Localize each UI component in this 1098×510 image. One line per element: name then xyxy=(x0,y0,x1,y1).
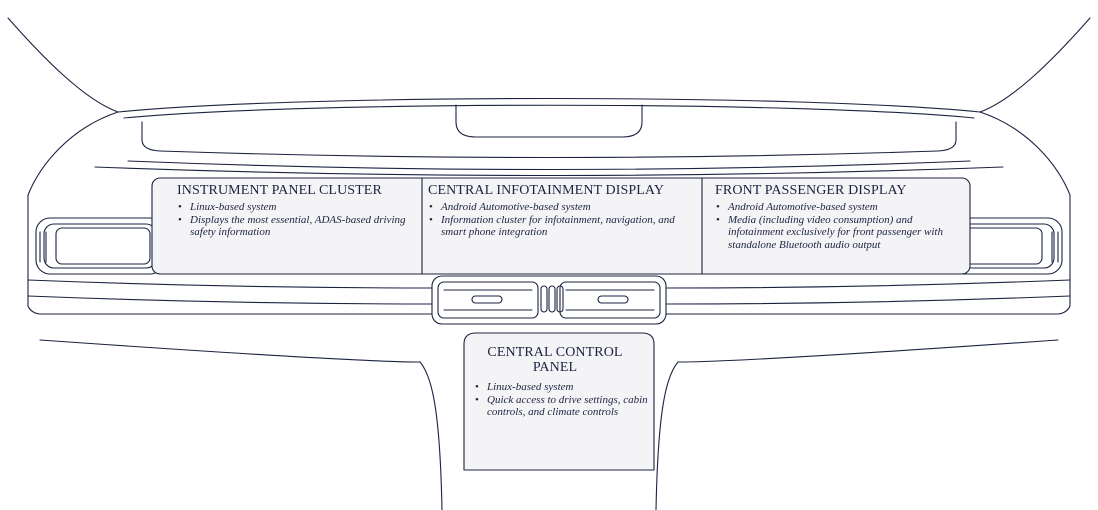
windshield-left-edge xyxy=(7,17,119,113)
windshield-right-edge xyxy=(979,17,1091,113)
hazard-button-mid xyxy=(548,285,556,313)
center-vent-left xyxy=(437,281,539,319)
dash-mid-line-right xyxy=(665,279,1071,289)
dash-lower-line-left xyxy=(27,295,433,305)
bullet-item: Information cluster for infotainment, na… xyxy=(428,214,690,239)
bullet-item: Quick access to drive settings, cabin co… xyxy=(474,394,660,419)
bullet-item: Media (including video consumption) and … xyxy=(715,214,965,252)
center-vent-right xyxy=(559,281,661,319)
center-recess xyxy=(455,104,643,138)
instrument-panel-cluster: INSTRUMENT PANEL CLUSTER Linux-based sys… xyxy=(177,183,415,239)
central-control-panel-title: CENTRAL CONTROL PANEL xyxy=(487,345,623,375)
left-side-vent-outer xyxy=(35,217,165,275)
center-vent-knob-left xyxy=(471,295,503,304)
dash-lower-left xyxy=(27,294,433,315)
front-passenger-display-title: FRONT PASSENGER DISPLAY xyxy=(715,183,907,198)
center-console-left xyxy=(419,361,443,510)
center-vent-housing xyxy=(431,275,667,325)
dashboard-top-outline xyxy=(117,97,981,113)
central-infotainment-display: CENTRAL INFOTAINMENT DISPLAY Android Aut… xyxy=(428,183,690,239)
dash-line-1 xyxy=(127,160,971,171)
hazard-button-left xyxy=(540,285,548,313)
central-control-panel: CENTRAL CONTROL PANEL Linux-based system… xyxy=(474,345,660,419)
dash-line-2 xyxy=(94,166,1004,177)
bullet-item: Linux-based system xyxy=(474,381,660,394)
dash-lower-right xyxy=(665,294,1071,315)
bullet-item: Android Automotive-based system xyxy=(428,201,690,214)
bullet-item: Android Automotive-based system xyxy=(715,201,965,214)
hazard-button-right xyxy=(556,285,564,313)
center-vent-slat xyxy=(443,289,655,311)
center-vent-knob-right xyxy=(597,295,629,304)
left-side-vent-inner xyxy=(55,227,151,265)
dash-left-side xyxy=(27,111,119,296)
central-infotainment-display-title: CENTRAL INFOTAINMENT DISPLAY xyxy=(428,183,665,198)
front-passenger-display: FRONT PASSENGER DISPLAY Android Automoti… xyxy=(715,183,965,251)
front-passenger-display-bullets: Android Automotive-based system Media (i… xyxy=(715,201,965,251)
bullet-item: Displays the most essential, ADAS-based … xyxy=(177,214,415,239)
instrument-panel-cluster-title: INSTRUMENT PANEL CLUSTER xyxy=(177,183,382,198)
central-control-panel-bullets: Linux-based system Quick access to drive… xyxy=(474,381,660,419)
dashboard-top-inner xyxy=(123,104,975,119)
left-side-vent-frame xyxy=(43,223,157,269)
center-console-right xyxy=(655,361,679,510)
top-tray xyxy=(141,121,957,159)
dash-mid-line-left xyxy=(27,279,433,289)
lower-body-right xyxy=(677,339,1059,363)
dash-right-side xyxy=(979,111,1071,296)
lower-body-left xyxy=(39,339,421,363)
bullet-item: Linux-based system xyxy=(177,201,415,214)
instrument-panel-cluster-bullets: Linux-based system Displays the most ess… xyxy=(177,201,415,239)
central-infotainment-display-bullets: Android Automotive-based system Informat… xyxy=(428,201,690,239)
dash-lower-line-right xyxy=(665,295,1071,305)
